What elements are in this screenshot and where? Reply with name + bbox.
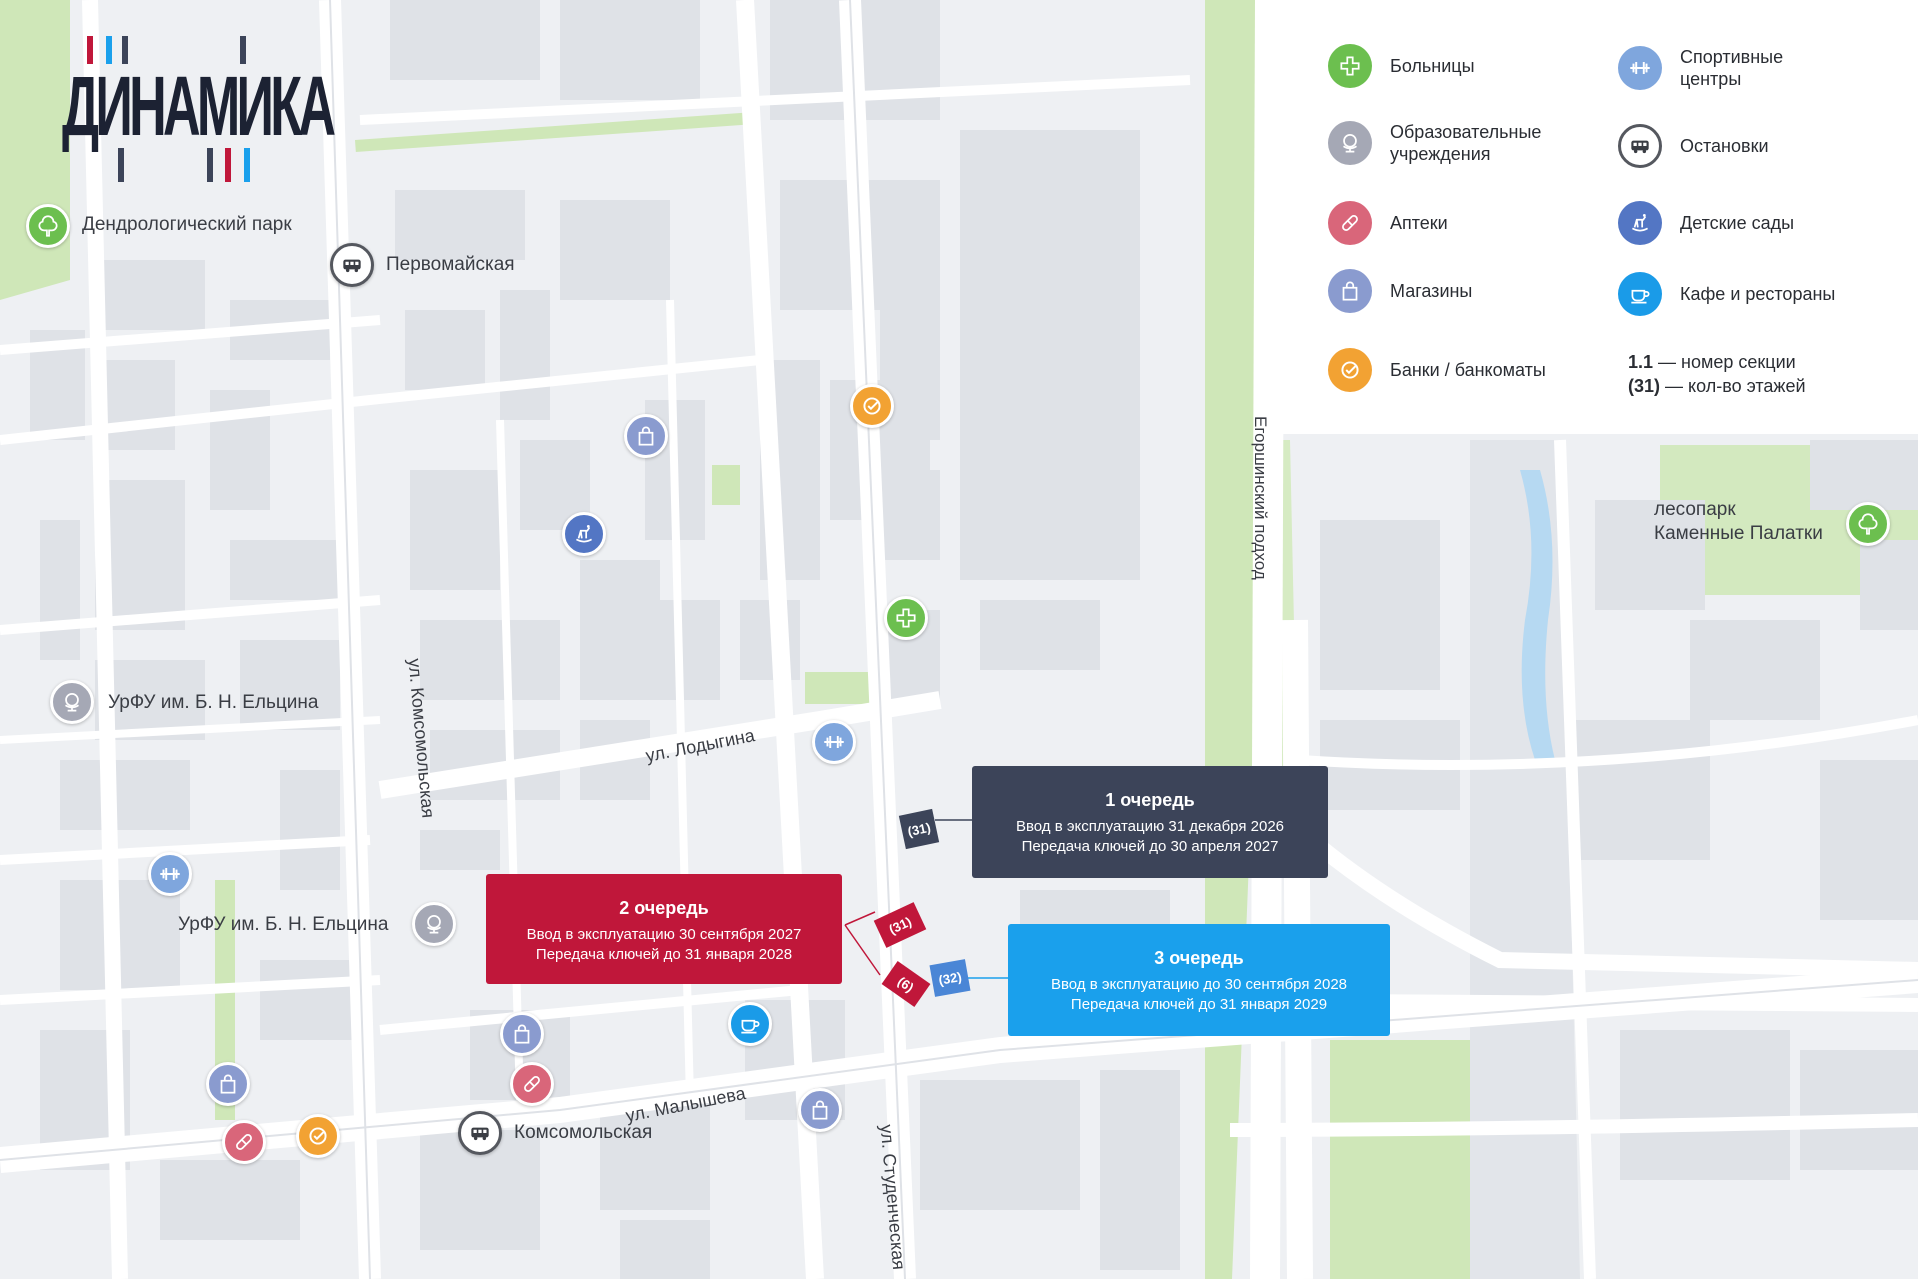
legend-cafes-label: Кафе и рестораны [1680,284,1836,304]
bank-icon[interactable] [850,384,894,428]
phase-1-floors-tag: (31) [898,808,940,850]
sport-icon[interactable] [812,720,856,764]
sport-icon [1618,46,1662,90]
phase-1-commission: Ввод в эксплуатацию 31 декабря 2026 [1015,818,1284,835]
phase-1-card[interactable]: 1 очередь Ввод в эксплуатацию 31 декабря… [972,766,1328,878]
education-icon [1328,121,1372,165]
pharmacy-icon [1328,201,1372,245]
phase-3-card[interactable]: 3 очередь Ввод в эксплуатацию до 30 сент… [1008,924,1390,1036]
label-urfu-1: УрФУ им. Б. Н. Ельцина [108,692,319,713]
legend-kindergartens-label: Детские сады [1680,213,1795,233]
cafe-icon[interactable] [728,1002,772,1046]
logo: ДИНАМИКА [62,36,336,182]
pharmacy-icon[interactable] [510,1062,554,1106]
legend-cafes: Кафе и рестораны [1618,272,1835,316]
park-icon[interactable] [26,204,70,248]
phase-1-title: 1 очередь [1105,790,1195,810]
shop-icon[interactable] [500,1012,544,1056]
legend-section-num: 1.1 [1628,352,1654,372]
legend-hospitals-label: Больницы [1390,56,1475,76]
legend-education-label: Образовательные учреждения [1390,122,1542,164]
street-eroshinsky: Егоршинский подход [1251,416,1270,580]
legend-banks-label: Банки / банкоматы [1390,360,1546,380]
legend-banks: Банки / банкоматы [1328,348,1546,392]
logo-bars [87,36,250,182]
phase-2-title: 2 очередь [619,898,709,918]
bank-icon[interactable] [296,1114,340,1158]
legend-floors-text: — кол-во этажей [1665,376,1806,396]
legend-panel: Больницы Образовательные учреждения Апте… [1282,0,1918,434]
kindergarten-icon[interactable] [562,512,606,556]
phase-3-floors-tag: (32) [929,959,971,997]
logo-text: ДИНАМИКА [62,59,336,153]
phase-2-card[interactable]: 2 очередь Ввод в эксплуатацию 30 сентябр… [486,874,842,984]
bank-icon [1328,348,1372,392]
bus-stop-icon[interactable] [330,243,374,287]
phase-3-keys: Передача ключей до 31 января 2029 [1070,996,1328,1013]
education-icon[interactable] [412,902,456,946]
shop-icon [1328,269,1372,313]
education-icon[interactable] [50,680,94,724]
phase-2-commission: Ввод в эксплуатацию 30 сентября 2027 [526,926,802,943]
legend-kindergartens: Детские сады [1618,201,1794,245]
phase-1-keys: Передача ключей до 30 апреля 2027 [1021,838,1279,855]
legend-hospitals: Больницы [1328,44,1475,88]
shop-icon[interactable] [206,1062,250,1106]
legend-sports-label: Спортивные центры [1680,47,1784,89]
legend-stops: Остановки [1618,124,1769,168]
legend-pharmacies: Аптеки [1328,201,1448,245]
legend-shops: Магазины [1328,269,1472,313]
phase-2-keys: Передача ключей до 31 января 2028 [535,946,793,963]
phase-3-title: 3 очередь [1154,948,1244,968]
phase-3-commission: Ввод в эксплуатацию до 30 сентября 2028 [1050,976,1348,993]
label-forest-park: лесопарк Каменные Палатки [1654,499,1823,544]
legend-stops-label: Остановки [1680,136,1769,156]
shop-icon[interactable] [798,1088,842,1132]
label-komsomolskaya-stop: Комсомольская [514,1122,653,1143]
legend-section-text: — номер секции [1658,352,1796,372]
legend-notation: 1.1 — номер секции (31) — кол-во этажей [1628,350,1806,398]
hospital-icon [1328,44,1372,88]
bus-stop-icon[interactable] [458,1111,502,1155]
label-dendro-park: Дендрологический парк [82,214,292,235]
legend-shops-label: Магазины [1390,281,1473,301]
shop-icon[interactable] [624,414,668,458]
label-pervomayskaya: Первомайская [386,254,515,275]
kindergarten-icon [1618,201,1662,245]
label-urfu-2: УрФУ им. Б. Н. Ельцина [178,914,389,935]
hospital-icon[interactable] [884,596,928,640]
bus-stop-icon [1618,124,1662,168]
legend-floors-num: (31) [1628,376,1661,396]
cafe-icon [1618,272,1662,316]
legend-pharmacies-label: Аптеки [1390,213,1448,233]
legend-education: Образовательные учреждения [1328,121,1580,165]
legend-sports: Спортивные центры [1618,46,1810,90]
park-icon[interactable] [1846,502,1890,546]
pharmacy-icon[interactable] [222,1120,266,1164]
sport-icon[interactable] [148,852,192,896]
